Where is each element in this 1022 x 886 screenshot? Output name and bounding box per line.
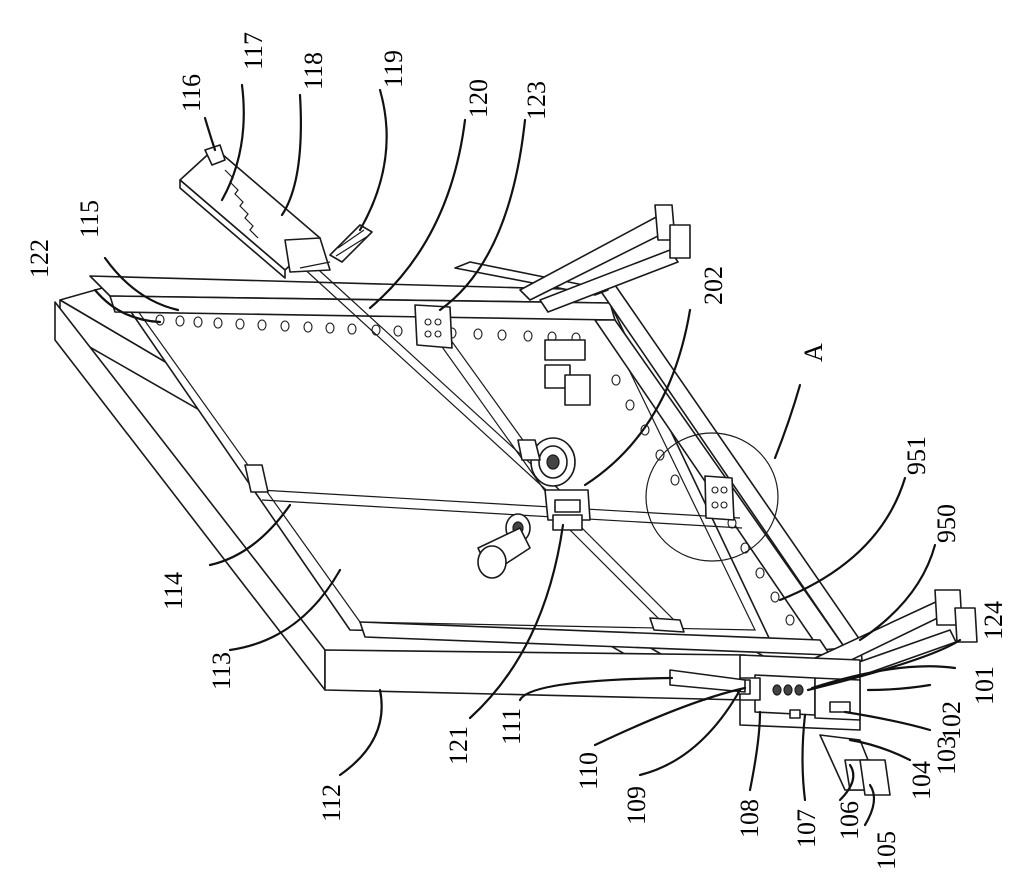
slider-123 [415, 305, 452, 348]
label-102: 102 [937, 701, 966, 740]
label-118: 118 [299, 52, 328, 90]
label-950: 950 [932, 504, 961, 543]
label-105: 105 [872, 831, 901, 870]
label-101: 101 [970, 666, 999, 705]
label-113: 113 [207, 652, 236, 690]
label-110: 110 [574, 752, 603, 790]
label-104: 104 [907, 761, 936, 800]
label-116: 116 [177, 74, 206, 112]
label-951: 951 [902, 436, 931, 475]
rod-bottom-block [650, 618, 684, 632]
label-123: 123 [522, 81, 551, 120]
label-121: 121 [444, 726, 473, 765]
label-109: 109 [622, 786, 651, 825]
label-107: 107 [792, 809, 821, 848]
label-114: 114 [159, 572, 188, 610]
label-117: 117 [239, 32, 268, 70]
label-108: 108 [735, 799, 764, 838]
label-103: 103 [932, 736, 961, 775]
top-handle [180, 145, 372, 278]
label-120: 120 [464, 79, 493, 118]
label-115: 115 [75, 200, 104, 238]
label-106: 106 [835, 801, 864, 840]
label-119: 119 [379, 50, 408, 88]
label-124: 124 [979, 601, 1008, 640]
label-202: 202 [699, 266, 728, 305]
label-A: A [799, 343, 828, 362]
label-112: 112 [317, 784, 346, 822]
label-111: 111 [497, 708, 526, 745]
label-122: 122 [25, 239, 54, 278]
